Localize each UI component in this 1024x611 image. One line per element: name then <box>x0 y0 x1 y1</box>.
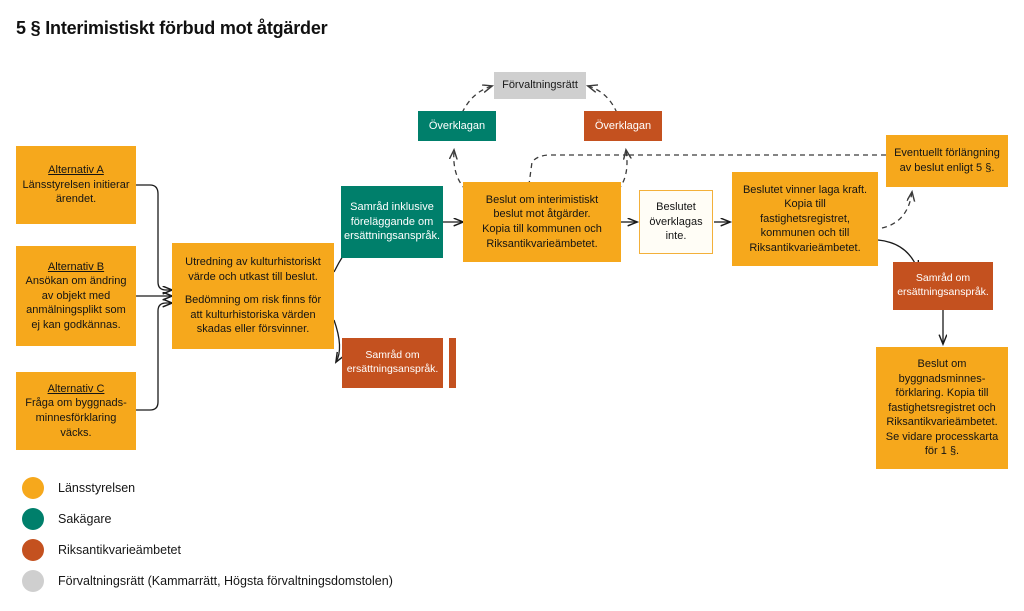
node-samrad-ersattningsansprak-hoger[interactable]: Samråd om ersättningsanspråk. <box>893 262 993 310</box>
legend: Länsstyrelsen Sakägare Riksantikvarieämb… <box>22 476 393 600</box>
forvaltningsratt-body: Förvaltningsrätt <box>502 79 578 92</box>
node-forvaltningsratt[interactable]: Förvaltningsrätt <box>494 72 586 99</box>
legend-label-sakagare: Sakägare <box>58 512 112 526</box>
page-title: 5 § Interimistiskt förbud mot åtgärder <box>16 18 328 38</box>
overklagan-rak-body: Överklagan <box>594 119 652 132</box>
node-overklagan-riksantikvarieambetet[interactable]: Överklagan <box>584 111 662 141</box>
beslut-byggnadsminne-body: Beslut om byggnadsminnes- förklaring. Ko… <box>885 358 999 458</box>
legend-label-riksantikvarieambetet: Riksantikvarieämbetet <box>58 543 181 557</box>
node-alternativ-b[interactable]: Alternativ B Ansökan om ändring av objekt… <box>16 246 136 346</box>
alternativ-b-body: Ansökan om ändring av objekt med anmälni… <box>25 275 127 331</box>
node-eventuellt-forlangning[interactable]: Eventuellt förlängning av beslut enligt … <box>886 135 1008 187</box>
samrad-inklusive-body: Samråd inklusive föreläggande om ersättn… <box>344 201 440 243</box>
legend-color-swatch-sakagare <box>22 508 44 530</box>
alternativ-c-heading: Alternativ C <box>47 382 105 395</box>
eventuellt-forlangning-body: Eventuellt förlängning av beslut enligt … <box>894 147 1000 174</box>
legend-color-swatch-forvaltningsratt <box>22 570 44 592</box>
beslutet-overklagas-inte-body: Beslutet överklagas inte. <box>649 201 703 243</box>
utredning-para-1: Utredning av kulturhistoriskt värde och … <box>185 256 321 283</box>
legend-label-lansstyrelsen: Länsstyrelsen <box>58 481 136 495</box>
node-utredning[interactable]: Utredning av kulturhistoriskt värde och … <box>172 243 334 349</box>
node-beslut-byggnadsminnesforklaring[interactable]: Beslut om byggnadsminnes- förklaring. Ko… <box>876 347 1008 469</box>
beslut-interimistiskt-body: Beslut om interimistiskt beslut mot åtgä… <box>482 193 602 250</box>
node-beslutet-overklagas-inte[interactable]: Beslutet överklagas inte. <box>639 190 713 254</box>
alternativ-c-body: Fråga om byggnads- minnesförklaring väck… <box>25 397 127 439</box>
samrad-ersattningsansprak-hoger-body: Samråd om ersättningsanspråk. <box>897 272 989 298</box>
node-samrad-inklusive[interactable]: Samråd inklusive föreläggande om ersättn… <box>341 186 443 258</box>
node-alternativ-c[interactable]: Alternativ C Fråga om byggnads- minnesför… <box>16 372 136 450</box>
laga-kraft-body: Beslutet vinner laga kraft. Kopia till f… <box>742 183 868 254</box>
samrad-ersattningsansprak-mitt-body: Samråd om ersättningsanspråk. <box>346 349 439 375</box>
node-beslutet-vinner-laga-kraft[interactable]: Beslutet vinner laga kraft. Kopia till f… <box>732 172 878 266</box>
alternativ-b-heading: Alternativ B <box>47 260 105 273</box>
alternativ-a-heading: Alternativ A <box>48 164 104 177</box>
node-samrad-ersattningsansprak-mitt[interactable]: Samråd om ersättningsanspråk. <box>342 338 443 388</box>
utredning-para-2: Bedömning om risk finns för att kulturhi… <box>184 294 322 336</box>
legend-item-riksantikvarieambetet: Riksantikvarieämbetet <box>22 538 393 562</box>
legend-color-swatch-riksantikvarieambetet <box>22 539 44 561</box>
legend-item-lansstyrelsen: Länsstyrelsen <box>22 476 393 500</box>
legend-color-swatch-lansstyrelsen <box>22 477 44 499</box>
node-beslut-interimistiskt[interactable]: Beslut om interimistiskt beslut mot åtgä… <box>463 182 621 262</box>
legend-item-forvaltningsratt: Förvaltningsrätt (Kammarrätt, Högsta för… <box>22 569 393 593</box>
accent-bar <box>449 338 456 388</box>
node-overklagan-sakagare[interactable]: Överklagan <box>418 111 496 141</box>
overklagan-sakagare-body: Överklagan <box>428 119 486 132</box>
legend-item-sakagare: Sakägare <box>22 507 393 531</box>
legend-label-forvaltningsratt: Förvaltningsrätt (Kammarrätt, Högsta för… <box>58 574 393 588</box>
alternativ-a-body: Länsstyrelsen initierar ärendet. <box>22 178 130 206</box>
